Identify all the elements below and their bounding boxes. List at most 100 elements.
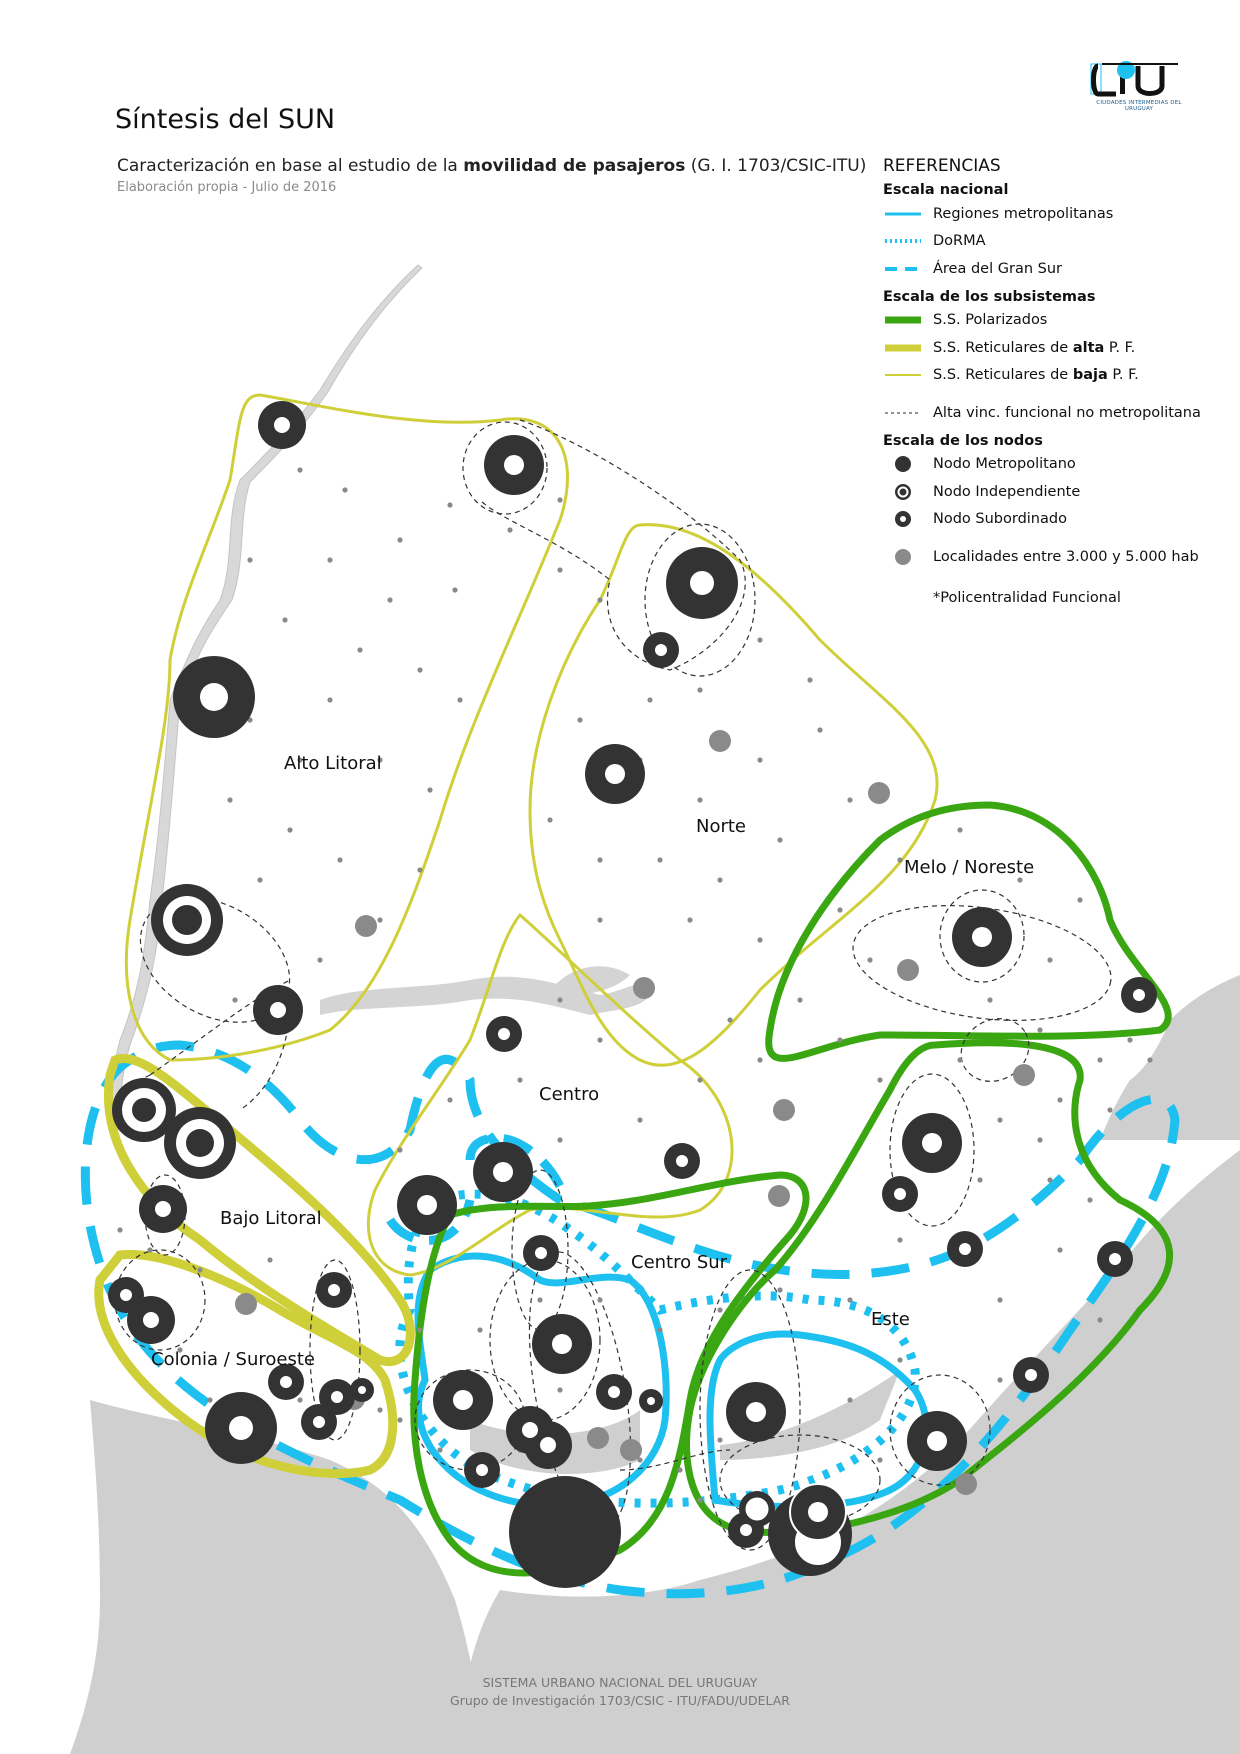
small-locality-dot <box>377 1407 383 1413</box>
legend-nodes-heading: Escala de los nodos <box>883 432 1043 449</box>
small-locality-dot <box>687 917 693 923</box>
legend-item-reticular-high: S.S. Reticulares de alta P. F. <box>883 334 1223 362</box>
small-localities <box>117 467 1153 1503</box>
subsystem-alto-litoral <box>124 393 569 1062</box>
small-locality-dot <box>317 957 323 963</box>
small-locality-dot <box>1127 1037 1133 1043</box>
small-locality-dot <box>697 797 703 803</box>
small-locality-dot <box>847 797 853 803</box>
small-locality-dot <box>457 697 463 703</box>
small-locality-dot <box>1097 1057 1103 1063</box>
small-locality-dot <box>1087 1197 1093 1203</box>
small-locality-dot <box>637 1457 643 1463</box>
small-locality-dot <box>677 1467 683 1473</box>
subsystem-este <box>683 1039 1174 1537</box>
small-locality-dot <box>1057 1247 1063 1253</box>
small-locality-dot <box>397 1147 403 1153</box>
subsystem-centro-sur <box>410 1171 810 1577</box>
thin-yellow-line-icon <box>885 374 921 377</box>
subsystem-melo <box>765 801 1172 1062</box>
subsystem-centro <box>367 912 734 1277</box>
small-locality-dot <box>777 837 783 843</box>
small-locality-dot <box>877 1457 883 1463</box>
small-locality-dot <box>597 917 603 923</box>
small-locality-dot <box>657 1327 663 1333</box>
small-locality-dot <box>207 1397 213 1403</box>
dashed-cyan-line-icon <box>885 266 921 271</box>
small-locality-dot <box>897 1357 903 1363</box>
small-locality-dot <box>987 997 993 1003</box>
small-locality-dot <box>537 1297 543 1303</box>
small-locality-dot <box>232 997 238 1003</box>
page-subtitle: Caracterización en base al estudio de la… <box>117 156 867 176</box>
small-locality-dot <box>437 1447 443 1453</box>
small-locality-dot <box>557 1387 563 1393</box>
small-locality-dot <box>717 877 723 883</box>
small-locality-dot <box>557 497 563 503</box>
label-norte: Norte <box>696 816 747 837</box>
small-locality-dot <box>297 467 303 473</box>
subsystem-colonia <box>94 1249 398 1479</box>
legend-item-metro-regions: Regiones metropolitanas <box>883 200 1223 228</box>
page-title: Síntesis del SUN <box>115 104 336 135</box>
small-locality-dot <box>1107 1107 1113 1113</box>
small-locality-dot <box>117 1227 123 1233</box>
node-metropolitano-montevideo <box>509 1476 621 1588</box>
small-locality-dot <box>697 1077 703 1083</box>
green-line-icon <box>885 316 921 324</box>
dashed-gray-line-icon <box>885 412 921 414</box>
nodes <box>108 401 1157 1588</box>
legend-item-gran-sur: Área del Gran Sur <box>883 255 1223 283</box>
gran-sur-area <box>80 1040 1180 1599</box>
legend-title: REFERENCIAS <box>883 156 1001 176</box>
small-locality-dot <box>507 527 513 533</box>
legend-note: *Policentralidad Funcional <box>933 590 1121 607</box>
small-locality-dot <box>837 907 843 913</box>
small-locality-dot <box>637 1117 643 1123</box>
legend-item-reticular-low: S.S. Reticulares de baja P. F. <box>883 362 1223 390</box>
dotted-cyan-line-icon <box>885 239 921 244</box>
small-locality-dot <box>697 687 703 693</box>
small-locality-dot <box>377 917 383 923</box>
small-locality-dot <box>1037 1027 1043 1033</box>
small-locality-dot <box>817 727 823 733</box>
small-locality-dot <box>547 817 553 823</box>
small-locality-dot <box>597 1297 603 1303</box>
small-locality-dot <box>697 1497 703 1503</box>
legend-subsystems-heading: Escala de los subsistemas <box>883 288 1096 305</box>
ciu-logo <box>1090 61 1178 97</box>
small-locality-dot <box>557 1137 563 1143</box>
small-locality-dot <box>657 857 663 863</box>
footer-line-1: SISTEMA URBANO NACIONAL DEL URUGUAY <box>482 1675 758 1690</box>
small-locality-dot <box>1017 877 1023 883</box>
small-locality-dot <box>867 957 873 963</box>
small-locality-dot <box>257 877 263 883</box>
small-locality-dot <box>877 1077 883 1083</box>
small-locality-dot <box>197 1267 203 1273</box>
small-locality-dot <box>247 557 253 563</box>
locality-icon <box>895 548 911 565</box>
label-centro-sur: Centro Sur <box>631 1252 728 1273</box>
small-locality-dot <box>797 997 803 1003</box>
small-locality-dot <box>897 1237 903 1243</box>
small-locality-dot <box>342 487 348 493</box>
legend-item-node-metro: Nodo Metropolitano <box>883 451 1223 479</box>
thick-yellow-line-icon <box>885 344 921 352</box>
small-locality-dot <box>807 677 813 683</box>
label-centro: Centro <box>539 1084 600 1105</box>
small-locality-dot <box>757 1057 763 1063</box>
legend-item-polarized: S.S. Polarizados <box>883 307 1223 335</box>
small-locality-dot <box>1047 1177 1053 1183</box>
small-locality-dot <box>297 757 303 763</box>
subordinate-node-icon <box>895 511 911 528</box>
legend: REFERENCIAS Escala nacional Regiones met… <box>883 156 1223 612</box>
small-locality-dot <box>757 937 763 943</box>
legend-item-node-independent: Nodo Independiente <box>883 478 1223 506</box>
label-colonia-suroeste: Colonia / Suroeste <box>151 1349 315 1370</box>
metro-region-maldonado <box>706 1330 930 1511</box>
small-locality-dot <box>647 697 653 703</box>
small-locality-dot <box>777 1287 783 1293</box>
small-locality-dot <box>177 1347 183 1353</box>
small-locality-dot <box>417 867 423 873</box>
